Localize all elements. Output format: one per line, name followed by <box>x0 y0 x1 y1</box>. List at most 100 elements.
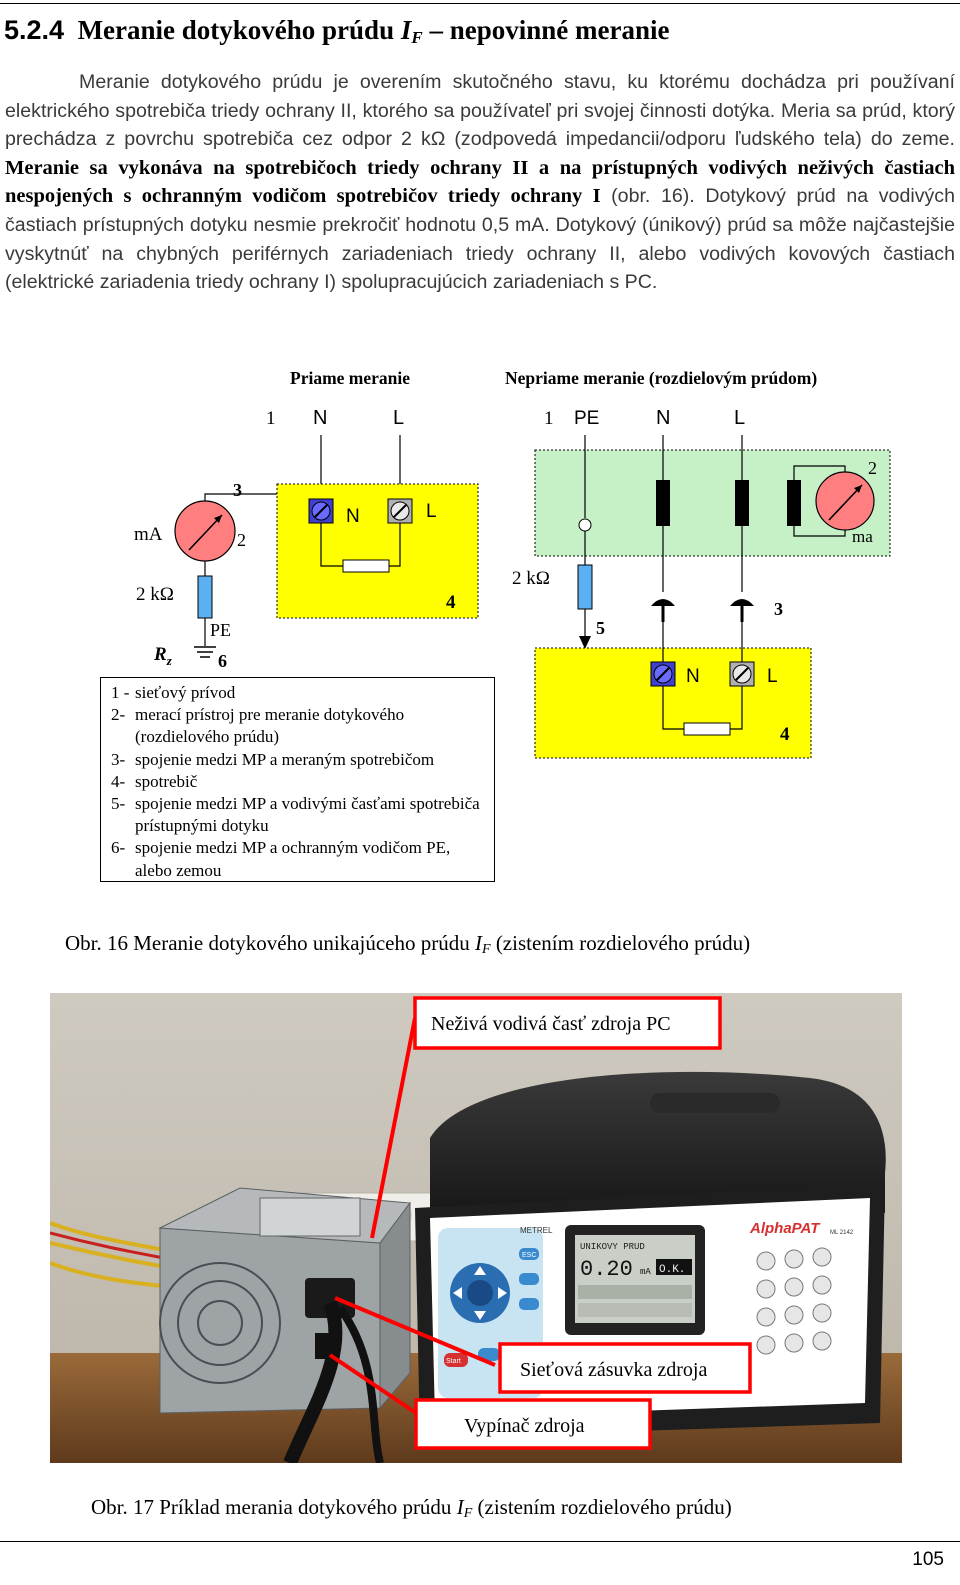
legend-row: 6-spojenie medzi MP a ochranným vodičom … <box>111 837 486 881</box>
psu-heatsink <box>259 1197 361 1237</box>
legend-row: 1 -sieťový prívod <box>111 682 486 704</box>
meter-needle-right <box>828 484 863 521</box>
wire-meter-to-appliance <box>204 493 277 501</box>
caption17-sub: F <box>463 1506 473 1521</box>
device-model: ML 2142 <box>830 1230 854 1236</box>
callout-label-socket: Sieťová zásuvka zdroja <box>520 1359 707 1381</box>
legend-key: 2- <box>111 705 126 725</box>
legend-row: 2- merací prístroj pre meranie dotykového… <box>111 704 486 748</box>
label-2k-right: 2 kΩ <box>512 568 550 589</box>
key <box>756 1251 776 1271</box>
label-1-left: 1 <box>266 408 276 429</box>
internal-wire-left-2 <box>389 523 401 567</box>
legend-text: sieťový prívod <box>135 683 236 702</box>
label-5: 5 <box>596 618 605 638</box>
label-rz: Rz <box>153 644 173 668</box>
label-1-right: 1 <box>544 408 554 429</box>
legend-row: 3- spojenie medzi MP a meraným spotrebičo… <box>111 749 486 771</box>
label-l-box-left: L <box>426 501 437 522</box>
screw-slot-l-right <box>735 667 749 681</box>
internal-wire-right <box>662 686 684 730</box>
screen-status: O.K. <box>659 1264 685 1276</box>
resistor-2k-right <box>577 564 593 610</box>
label-l-box-right: L <box>767 666 778 687</box>
page-number: 105 <box>912 1549 944 1570</box>
section-title: Meranie dotykového prúdu <box>77 15 395 45</box>
key <box>756 1307 776 1327</box>
legend-key: 3- <box>111 749 126 769</box>
caption17-prefix: Obr. 17 Príklad merania dotykového prúdu <box>91 1495 452 1519</box>
label-4-left: 4 <box>446 592 456 613</box>
button-help <box>478 1348 500 1361</box>
label-pe-left: PE <box>210 620 231 640</box>
caption17-suffix: (zistením rozdielového prúdu) <box>477 1495 732 1519</box>
label-3-right: 3 <box>774 599 783 619</box>
label-ma-right: ma <box>852 527 873 546</box>
screen-row <box>578 1285 692 1299</box>
power-cord-2 <box>336 1305 384 1463</box>
arrow-to-appliance-right <box>579 636 591 649</box>
title-direct: Priame meranie <box>290 368 410 388</box>
label-6: 6 <box>218 651 227 671</box>
key <box>812 1275 832 1295</box>
nav-center-button <box>467 1280 493 1306</box>
callout-label-switch: Vypínač zdroja <box>464 1415 585 1437</box>
button-start <box>444 1353 468 1367</box>
button-esc-label: ESC <box>522 1252 536 1259</box>
button-f2 <box>519 1298 539 1310</box>
callout-box-switch <box>414 1398 652 1450</box>
caption16-prefix: Obr. 16 Meranie dotykového unikajúceho p… <box>65 931 470 955</box>
screw-slot-n-right <box>656 667 670 681</box>
label-l-top-right: L <box>734 407 745 429</box>
caption16-sub: F <box>482 942 491 957</box>
paragraph-part-1: Meranie dotykového prúdu je overením sku… <box>5 71 955 151</box>
nav-up-icon <box>474 1266 486 1275</box>
transformer-core-l <box>735 480 749 526</box>
key <box>784 1249 804 1269</box>
measuring-device-box <box>534 449 891 557</box>
button-f1 <box>519 1273 539 1285</box>
key <box>812 1303 832 1323</box>
screen-line-1: UNIKOVY PRUD <box>580 1242 645 1252</box>
nav-right-icon <box>498 1287 507 1299</box>
transformer-core-sense <box>787 480 801 526</box>
pe-terminal-right <box>578 518 592 532</box>
meter-left <box>174 500 236 562</box>
legend-key: 5- <box>111 794 126 814</box>
section-title-tail: – nepovinné meranie <box>429 15 670 45</box>
nav-down-icon <box>474 1311 486 1320</box>
section-number: 5.2.4 <box>4 15 65 45</box>
internal-wire-right-2 <box>730 686 743 730</box>
meter-arrow-right <box>854 485 862 493</box>
label-pe-top-right: PE <box>574 408 599 429</box>
screen-value: 0.20 <box>580 1257 633 1282</box>
section-symbol-sub: F <box>411 28 423 47</box>
device-photo: ESC Start UNIKOVY PRUD 0.20 mA O.K. METR… <box>50 993 902 1463</box>
resistor-2k-left <box>197 575 213 619</box>
key <box>756 1279 776 1299</box>
legend-text: spojenie medzi MP a meraným spotrebičom <box>135 749 435 769</box>
maker-label: METREL <box>520 1226 553 1235</box>
key <box>756 1335 776 1355</box>
label-n-box-right: N <box>686 666 700 687</box>
diagram-legend: 1 -sieťový prívod 2- merací prístroj pre … <box>100 677 495 882</box>
circuit-diagram: Priame meranie Nepriame meranie (rozdiel… <box>134 368 891 759</box>
screen-row <box>578 1303 692 1317</box>
paragraph-bold: Meranie sa vykonáva na spotrebičoch trie… <box>5 156 955 208</box>
screen-status-box <box>656 1259 692 1275</box>
meter-arrow-left <box>214 515 222 523</box>
label-rz-main: R <box>153 644 167 665</box>
caption16-suffix: (zistením rozdielového prúdu) <box>495 931 751 955</box>
legend-row: 5-spojenie medzi MP a vodivými časťami s… <box>111 793 486 837</box>
sense-wire-bottom <box>793 526 846 537</box>
section-symbol: I <box>400 15 412 45</box>
paragraph-part-2: (obr. 16). Dotykový prúd na vodivých čas… <box>5 185 955 294</box>
callout-box-socket <box>498 1342 752 1394</box>
label-2-right: 2 <box>868 458 877 478</box>
body-paragraph: Meranie dotykového prúdu je overením sku… <box>5 68 955 297</box>
legend-text: merací prístroj pre meranie dotykového (… <box>135 705 405 747</box>
transformer-core-n <box>656 480 670 526</box>
figure-caption-17: Obr. 17 Príklad merania dotykového prúdu… <box>91 1495 732 1522</box>
psu-side <box>379 1201 411 1410</box>
callout-box-top <box>413 996 722 1050</box>
